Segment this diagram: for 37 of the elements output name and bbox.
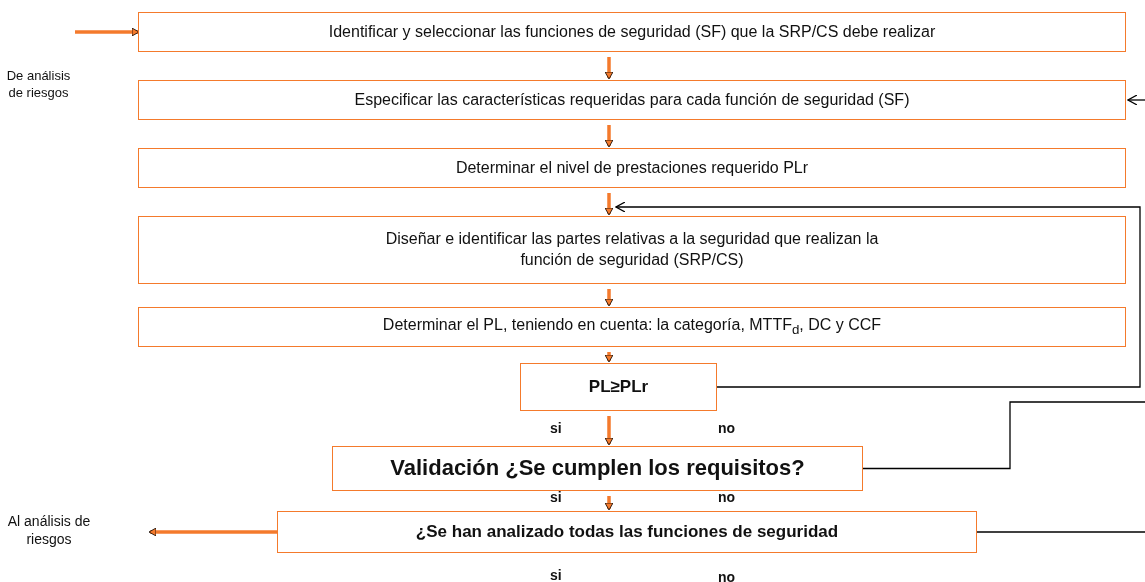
text-label: Diseñar e identificar las partes relativas a la seguridad que realizan la función de seguridad (SRP/CS) bbox=[384, 229, 880, 270]
text-label: PL≥PLr bbox=[588, 375, 649, 398]
arrow bbox=[604, 125, 614, 148]
process-box bbox=[138, 80, 1126, 120]
connector-line bbox=[1127, 94, 1145, 106]
connector-line bbox=[976, 531, 1145, 533]
arrow bbox=[148, 527, 277, 537]
arrow bbox=[604, 289, 614, 307]
process-box bbox=[138, 216, 1126, 284]
arrow bbox=[604, 496, 614, 511]
process-box bbox=[332, 446, 863, 491]
arrow bbox=[604, 352, 614, 363]
arrow bbox=[604, 193, 614, 216]
process-box bbox=[520, 363, 717, 411]
process-box bbox=[138, 12, 1126, 52]
connector-line bbox=[615, 201, 1141, 388]
process-box bbox=[277, 511, 977, 553]
arrow bbox=[604, 57, 614, 80]
arrow bbox=[604, 416, 614, 446]
text-label: Al análisis de riesgos bbox=[6, 511, 92, 549]
branch-label: si bbox=[550, 420, 562, 436]
text-label: De análisis de riesgos bbox=[5, 68, 72, 102]
branch-label: si bbox=[550, 489, 562, 505]
text-label: Determinar el PL, teniendo en cuenta: la categoría, MTTF$_{d}$, DC y CCF bbox=[382, 315, 882, 339]
text-label: Validación ¿Se cumplen los requisitos? bbox=[390, 454, 805, 483]
process-box bbox=[138, 148, 1126, 188]
text-label: Determinar el nivel de prestaciones requerido PLr bbox=[455, 157, 809, 178]
connector-line bbox=[862, 401, 1145, 470]
text-label: Identificar y seleccionar las funciones de seguridad (SF) que la SRP/CS debe realizar bbox=[328, 21, 936, 42]
branch-label: si bbox=[550, 567, 562, 582]
text-label: Especificar las características requeridas para cada función de seguridad (SF) bbox=[354, 89, 910, 110]
arrow bbox=[75, 27, 140, 37]
branch-label: no bbox=[718, 420, 736, 436]
text-label: ¿Se han analizado todas las funciones de seguridad bbox=[415, 520, 839, 543]
process-box bbox=[138, 307, 1126, 347]
branch-label: no bbox=[718, 489, 736, 505]
branch-label: no bbox=[718, 569, 736, 582]
